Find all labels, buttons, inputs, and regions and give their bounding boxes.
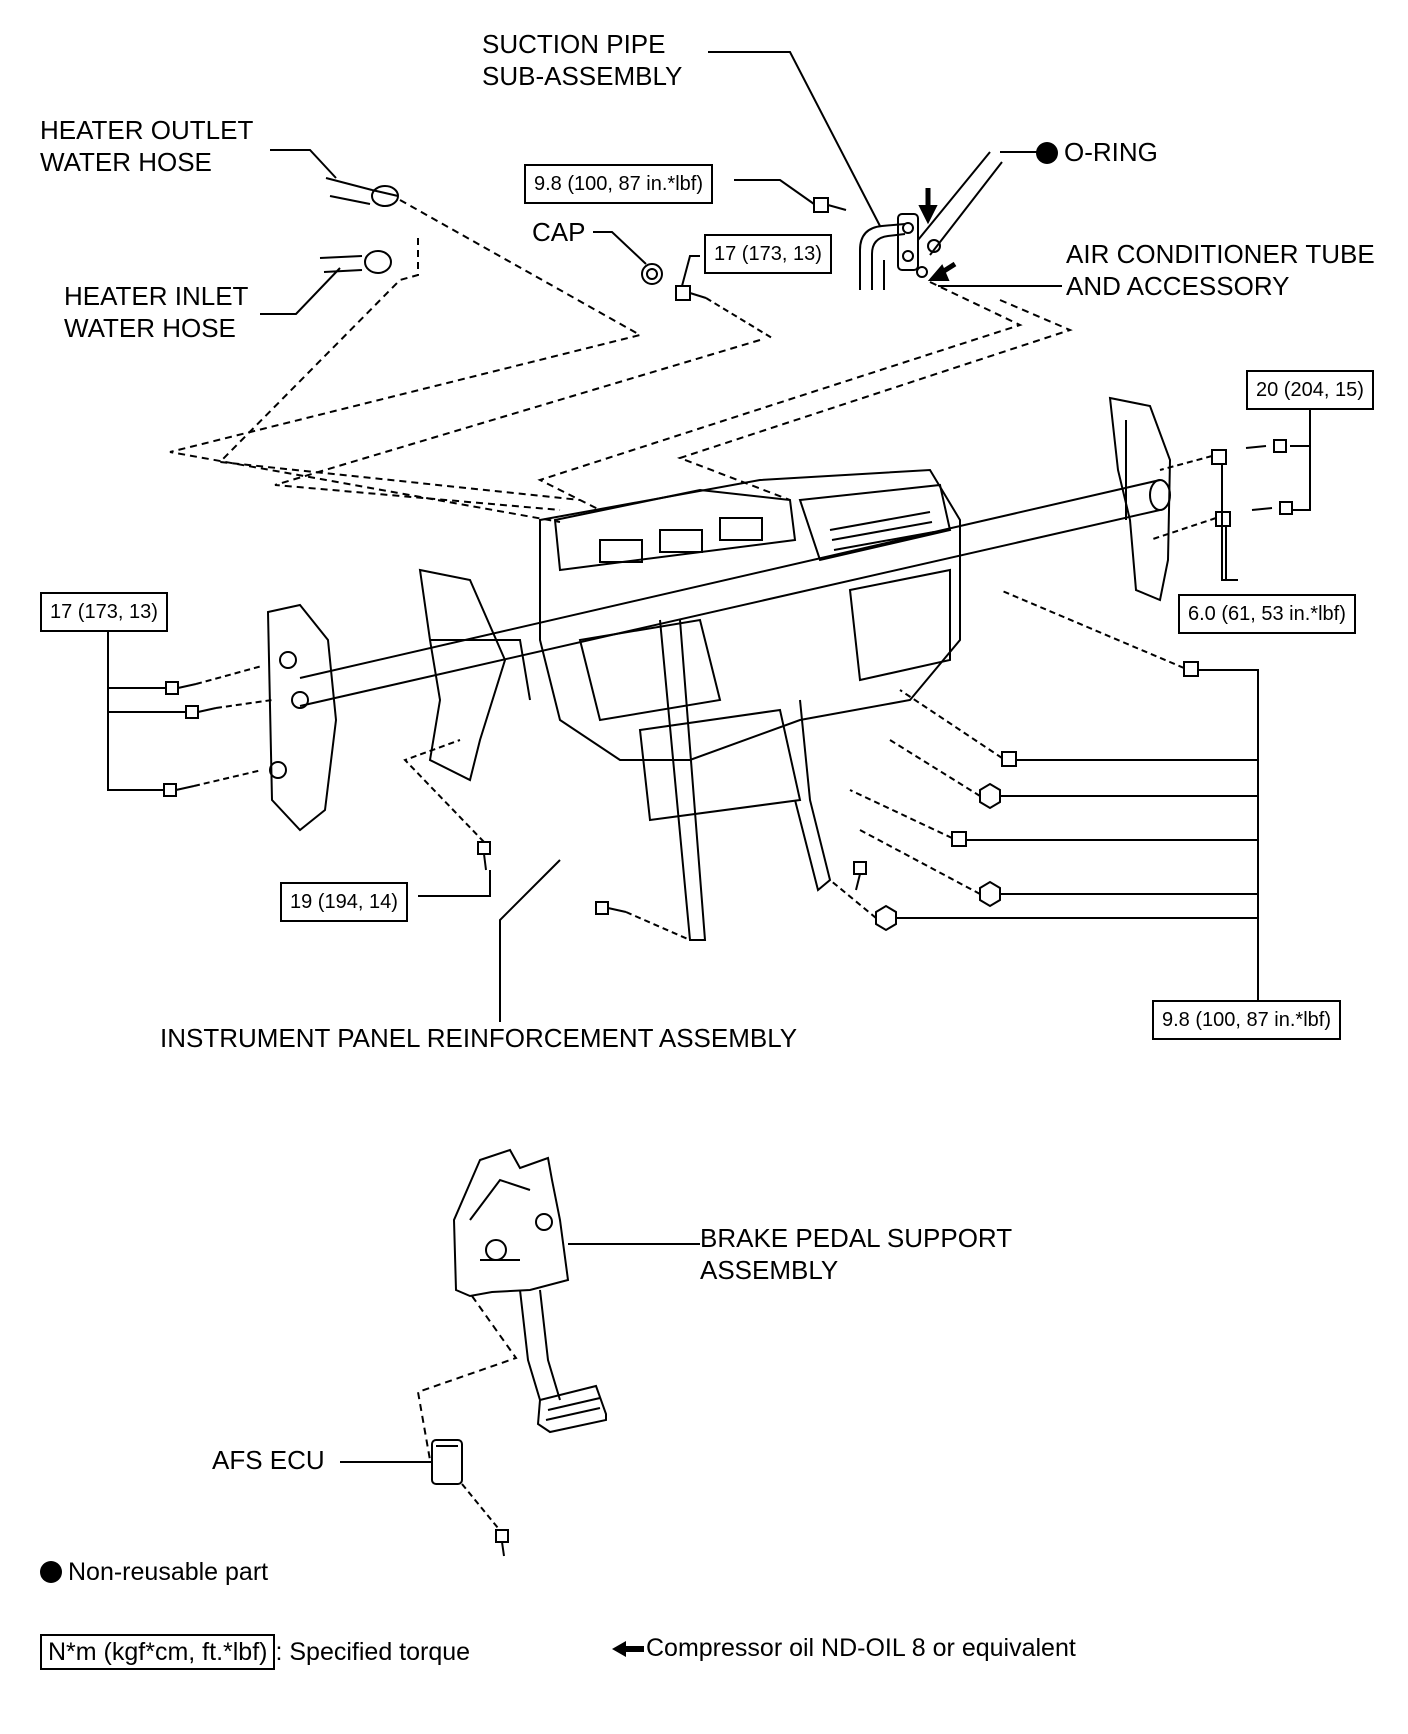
torque-box-suction-bolt: 9.8 (100, 87 in.*lbf)	[524, 164, 713, 204]
torque-box-tube-bolt: 17 (173, 13)	[704, 234, 832, 274]
torque-box-front-bolts: 9.8 (100, 87 in.*lbf)	[1152, 1000, 1341, 1040]
brake-pedal-label: BRAKE PEDAL SUPPORT ASSEMBLY	[700, 1222, 1012, 1286]
ac-tube-label: AIR CONDITIONER TUBE AND ACCESSORY	[1066, 238, 1375, 302]
cap-label: CAP	[532, 217, 586, 247]
instrument-panel-label: INSTRUMENT PANEL REINFORCEMENT ASSEMBLY	[160, 1023, 798, 1053]
front-bolts	[829, 589, 1259, 1000]
torque-box-lower-bolt: 19 (194, 14)	[280, 882, 408, 922]
o-ring-text: O-RING	[1064, 137, 1158, 167]
legend-oil: Compressor oil ND-OIL 8 or equivalent	[610, 1632, 1076, 1664]
o-ring-label: O-RING	[1036, 136, 1158, 168]
suction-pipe-drawing	[859, 213, 919, 290]
tube-bolt	[675, 285, 707, 301]
heater-inlet-label-line2: WATER HOSE	[64, 313, 236, 343]
suction-pipe-label: SUCTION PIPE SUB-ASSEMBLY	[482, 28, 682, 92]
heater-outlet-label: HEATER OUTLET WATER HOSE	[40, 114, 253, 178]
right-bracket-bolts	[1149, 410, 1311, 581]
left-bracket-bolts	[107, 612, 273, 797]
afs-ecu-label: AFS ECU	[212, 1445, 325, 1475]
brake-pedal-label-line2: ASSEMBLY	[700, 1255, 839, 1285]
legend-oil-text: Compressor oil ND-OIL 8 or equivalent	[646, 1634, 1076, 1662]
legend-torque: N*m (kgf*cm, ft.*lbf): Specified torque	[40, 1634, 471, 1670]
brake-pedal-drawing	[416, 1148, 700, 1461]
instrument-panel-reinforcement-drawing	[266, 396, 1172, 941]
ac-tube-label-line1: AIR CONDITIONER TUBE	[1066, 239, 1375, 269]
torque-box-left-bracket: 17 (173, 13)	[40, 592, 168, 632]
legend-non-reusable: Non-reusable part	[40, 1556, 268, 1588]
afs-ecu-drawing	[340, 1439, 509, 1557]
heater-inlet-label: HEATER INLET WATER HOSE	[64, 280, 248, 344]
legend-non-reusable-text: Non-reusable part	[68, 1558, 269, 1586]
suction-pipe-label-line1: SUCTION PIPE	[482, 29, 666, 59]
non-reusable-dot-icon	[1036, 142, 1058, 164]
suction-pipe-label-line2: SUB-ASSEMBLY	[482, 61, 683, 91]
torque-box-right-bracket: 20 (204, 15)	[1246, 370, 1374, 410]
heater-inlet-label-line1: HEATER INLET	[64, 281, 249, 311]
ac-tube-label-line2: AND ACCESSORY	[1066, 271, 1290, 301]
torque-box-right-collar: 6.0 (61, 53 in.*lbf)	[1178, 594, 1356, 634]
heater-inlet-hose-drawing	[319, 250, 392, 274]
suction-bolt	[813, 197, 847, 213]
heater-outlet-label-line2: WATER HOSE	[40, 147, 212, 177]
heater-outlet-label-line1: HEATER OUTLET	[40, 115, 254, 145]
ac-tube-drawing	[916, 151, 1003, 278]
black-arrow-icon	[612, 1641, 644, 1658]
heater-outlet-hose-drawing	[325, 177, 399, 207]
legend-torque-unit-box: N*m (kgf*cm, ft.*lbf)	[40, 1634, 276, 1670]
legend-torque-desc: : Specified torque	[275, 1638, 471, 1666]
non-reusable-legend-dot-icon	[40, 1561, 62, 1583]
brake-pedal-label-line1: BRAKE PEDAL SUPPORT	[700, 1223, 1013, 1253]
